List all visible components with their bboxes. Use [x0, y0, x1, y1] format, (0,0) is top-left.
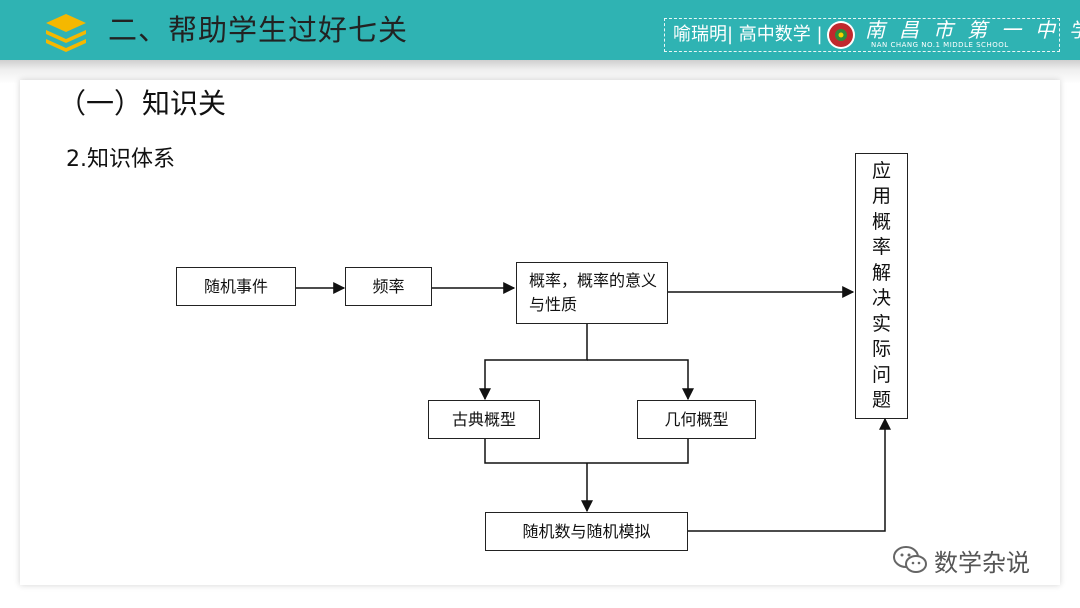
watermark-text: 数学杂说 [934, 548, 1030, 577]
wechat-icon [893, 546, 927, 573]
school-name: 南昌市第一中学 [865, 18, 1080, 42]
school-seal-icon [827, 21, 855, 49]
node-geometric-model: 几何概型 [637, 400, 756, 439]
node-application: 应用概率解决实际问题 [855, 153, 908, 419]
node-frequency: 频率 [345, 267, 432, 306]
school-name-english: NAN CHANG NO.1 MIDDLE SCHOOL [871, 41, 1009, 49]
node-probability: 概率，概率的意义与性质 [516, 262, 668, 324]
node-random-event: 随机事件 [176, 267, 296, 306]
node-random-simulation: 随机数与随机模拟 [485, 512, 688, 551]
header-bar: 二、帮助学生过好七关 喻瑞明| 高中数学 | 南昌市第一中学 NAN CHANG… [0, 0, 1080, 60]
node-classical-model: 古典概型 [428, 400, 540, 439]
sub-title: 2.知识体系 [66, 147, 175, 172]
page-title: 二、帮助学生过好七关 [108, 13, 409, 47]
layers-icon [46, 14, 86, 52]
author-info-box: 喻瑞明| 高中数学 | 南昌市第一中学 NAN CHANG NO.1 MIDDL… [664, 18, 1080, 52]
section-title: （一）知识关 [58, 87, 227, 120]
author-info: 喻瑞明| 高中数学 | [673, 24, 823, 45]
watermark: 数学杂说 [892, 540, 1030, 580]
